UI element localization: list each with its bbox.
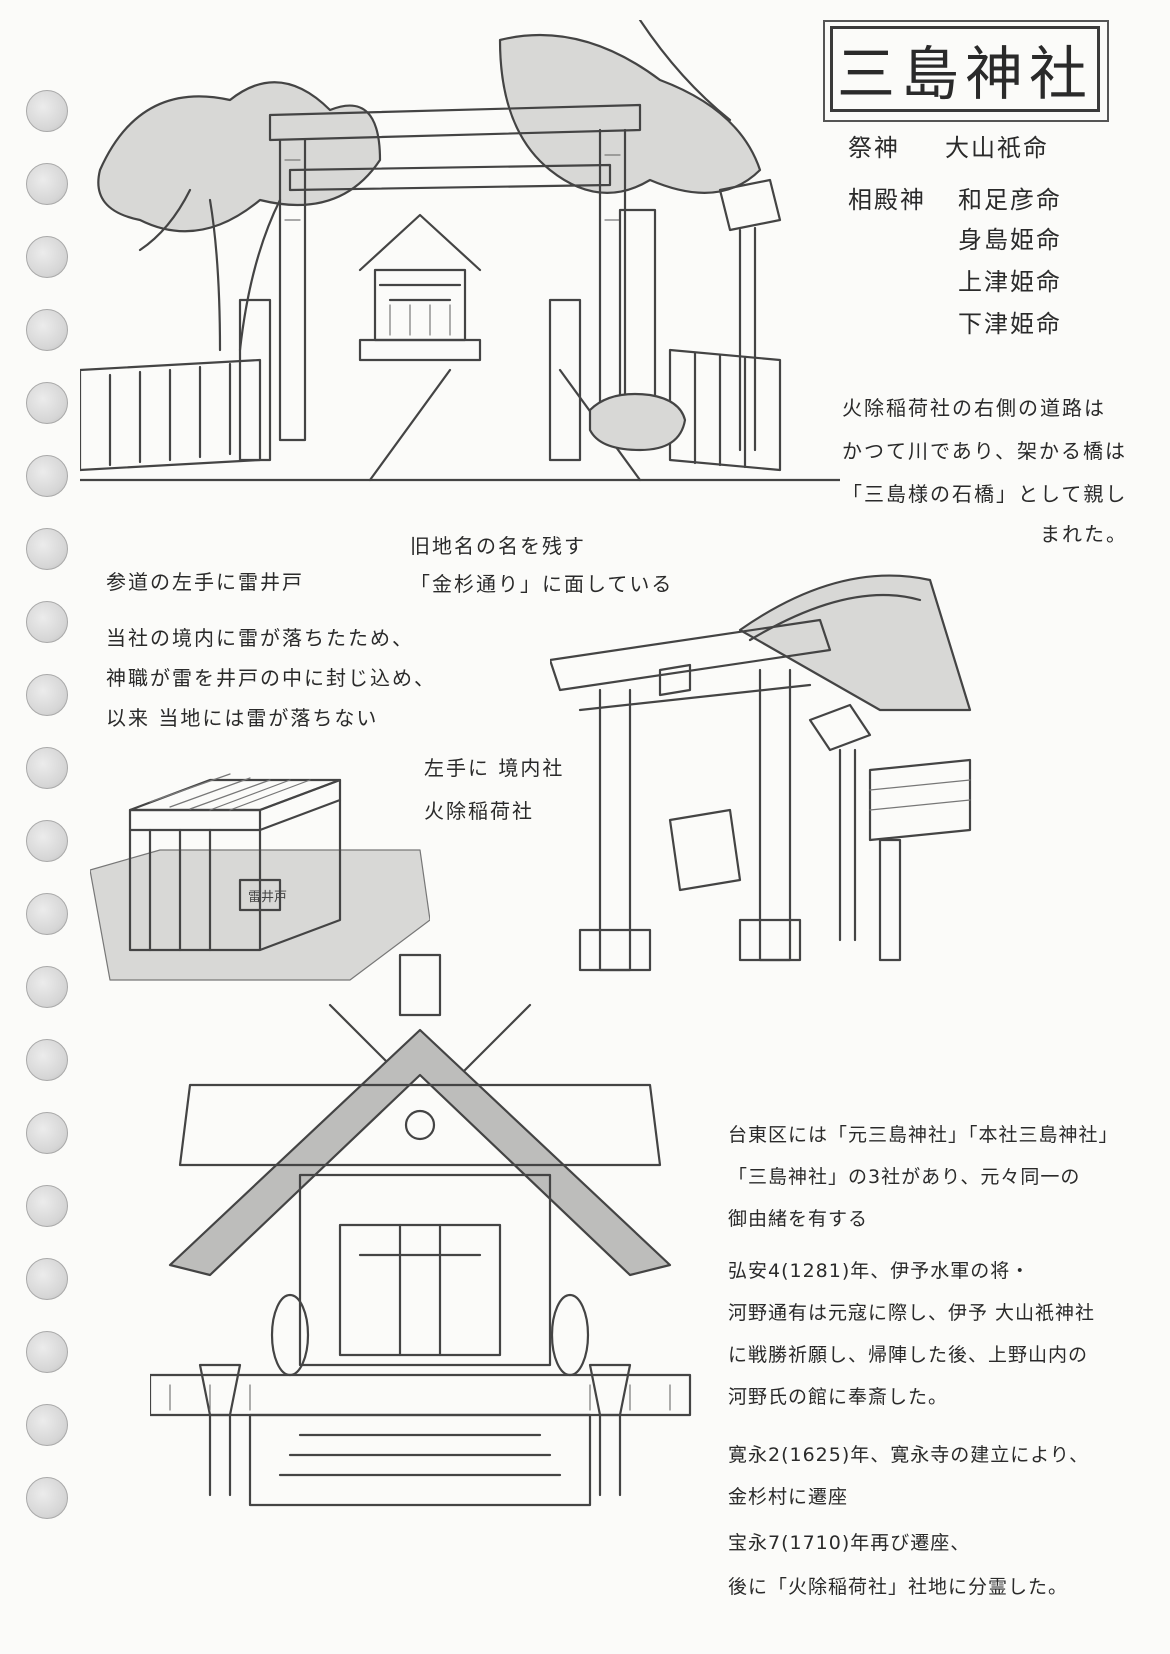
aidono-name: 和足彦命 [958,186,1062,214]
binder-hole [26,966,68,1008]
binder-hole [26,1258,68,1300]
history-note-line: 御由緒を有する [728,1208,869,1230]
river-note-line: 火除稲荷社の右側の道路は [842,396,1106,420]
title-box: 三島神社 [823,20,1109,122]
history-note-line: に戦勝祈願し、帰陣した後、上野山内の [728,1344,1089,1366]
river-note-line: 「三島様の石橋」として親し [842,482,1128,506]
binder-hole [26,1404,68,1446]
history-note-line: 弘安4(1281)年、伊予水軍の将・ [728,1260,1031,1282]
aidono-label: 相殿神 [848,186,926,214]
page-title: 三島神社 [836,40,1093,108]
main-shrine-sketch [150,953,692,1507]
history-note-line: 金杉村に遷座 [728,1486,849,1508]
raijin-note-line: 参道の左手に雷井戸 [106,570,304,594]
raijin-note-line: 以来 当地には雷が落ちない [106,706,379,730]
binder-hole [26,309,68,351]
history-note-line: 宝永7(1710)年再び遷座、 [728,1532,971,1554]
kanasugi-note-line: 「金杉通り」に面している [410,572,674,596]
binder-hole [26,1477,68,1519]
raijin-well-sketch: 雷井戸 [90,773,430,981]
main-deity-name: 大山祇命 [945,134,1049,162]
history-note-line: 寛永2(1625)年、寛永寺の建立により、 [728,1444,1090,1466]
history-note-line: 台東区には「元三島神社」「本社三島神社」 [728,1124,1119,1146]
binder-hole [26,893,68,935]
binder-hole [26,236,68,278]
binder-hole [26,1039,68,1081]
torii-entrance-sketch [80,20,840,482]
binder-hole [26,601,68,643]
main-deity-label: 祭神 [848,134,900,162]
binder-hole [26,163,68,205]
history-note-line: 後に「火除稲荷社」社地に分霊した。 [728,1576,1069,1598]
binder-hole [26,90,68,132]
kanasugi-note-line: 旧地名の名を残す [410,534,586,558]
history-note-line: 河野通有は元寇に際し、伊予 大山祇神社 [728,1302,1096,1324]
binder-hole [26,674,68,716]
aidono-name: 身島姫命 [958,226,1062,254]
binder-hole [26,1185,68,1227]
inari-shrine-sketch [550,574,972,972]
binder-hole [26,820,68,862]
binder-hole [26,455,68,497]
river-note-line: かつて川であり、架かる橋は [842,439,1127,463]
aidono-name: 上津姫命 [958,268,1062,296]
river-note-line: まれた。 [1040,522,1128,546]
binder-hole [26,747,68,789]
aidono-name: 下津姫命 [958,310,1062,338]
raijin-note-line: 神職が雷を井戸の中に封じ込め、 [106,666,436,690]
raijin-note-line: 当社の境内に雷が落ちたため、 [106,626,414,650]
binder-hole [26,1331,68,1373]
well-plaque-text: 雷井戸 [248,890,287,905]
inari-note-line: 火除稲荷社 [424,799,534,823]
binder-hole [26,528,68,570]
binder-hole [26,1112,68,1154]
history-note-line: 河野氏の館に奉斎した。 [728,1386,949,1408]
history-note-line: 「三島神社」の3社があり、元々同一の [728,1166,1081,1188]
binder-hole [26,382,68,424]
inari-note-line: 左手に 境内社 [424,756,565,780]
binder-holes [26,90,70,1590]
